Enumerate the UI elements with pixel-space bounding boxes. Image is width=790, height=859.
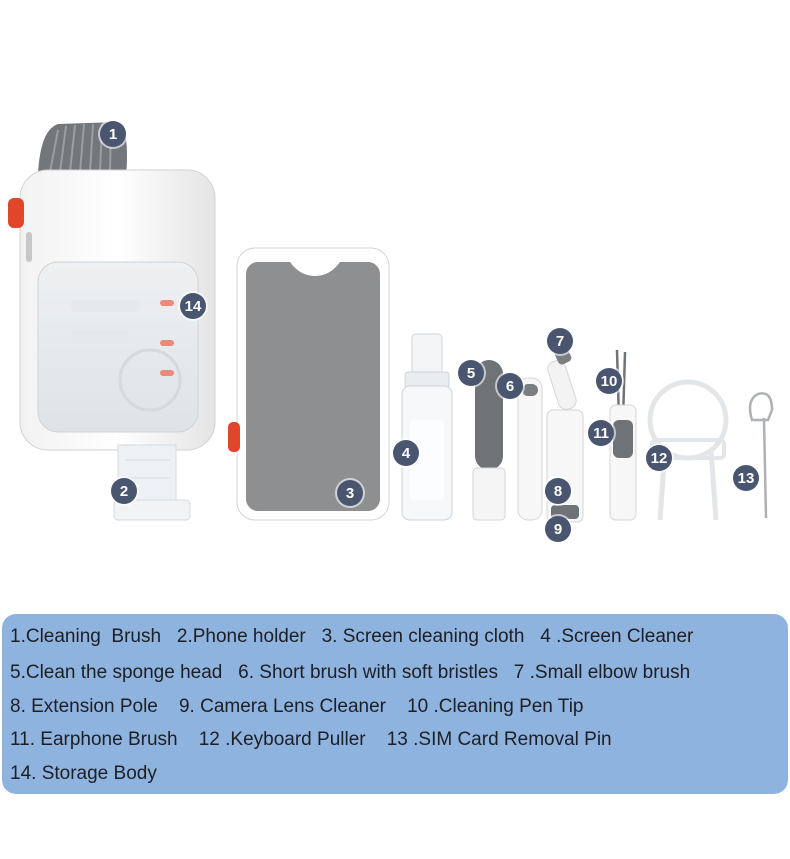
- screen-cleaning-cloth: [228, 247, 390, 521]
- legend-line-4: 11. Earphone Brush 12 .Keyboard Puller 1…: [10, 729, 612, 750]
- sponge-head: [472, 360, 506, 521]
- callout-badge-11: 11: [588, 420, 614, 446]
- cleaning-kit-illustration: [8, 122, 774, 523]
- callout-badge-9: 9: [545, 516, 571, 542]
- callout-badge-3: 3: [337, 480, 363, 506]
- callout-badge-4: 4: [393, 440, 419, 466]
- legend-line-5: 14. Storage Body: [10, 763, 157, 784]
- screen-cleaner: [401, 333, 453, 521]
- callout-badge-13: 13: [733, 465, 759, 491]
- callout-badge-14: 14: [180, 293, 206, 319]
- legend-line-2: 5.Clean the sponge head 6. Short brush w…: [10, 662, 691, 683]
- callout-badge-5: 5: [458, 360, 484, 386]
- cleaning-pen: [609, 349, 637, 521]
- callout-badge-1: 1: [100, 121, 126, 147]
- parts-legend: 1.Cleaning Brush 2.Phone holder 3. Scree…: [2, 614, 788, 794]
- sim-card-pin: [748, 392, 774, 519]
- legend-line-3: 8. Extension Pole 9. Camera Lens Cleaner…: [10, 696, 584, 717]
- storage-body: [8, 169, 216, 451]
- callout-badge-7: 7: [547, 328, 573, 354]
- callout-badge-6: 6: [497, 373, 523, 399]
- product-photo: 1 2 3 4 5 6 7 8 9 10 11 12 13 14: [8, 121, 774, 542]
- callout-badge-2: 2: [111, 478, 137, 504]
- short-brush: [517, 377, 543, 521]
- legend-line-1: 1.Cleaning Brush 2.Phone holder 3. Scree…: [10, 626, 694, 647]
- callout-badge-10: 10: [596, 368, 622, 394]
- callout-badge-12: 12: [646, 445, 672, 471]
- callout-badge-8: 8: [545, 478, 571, 504]
